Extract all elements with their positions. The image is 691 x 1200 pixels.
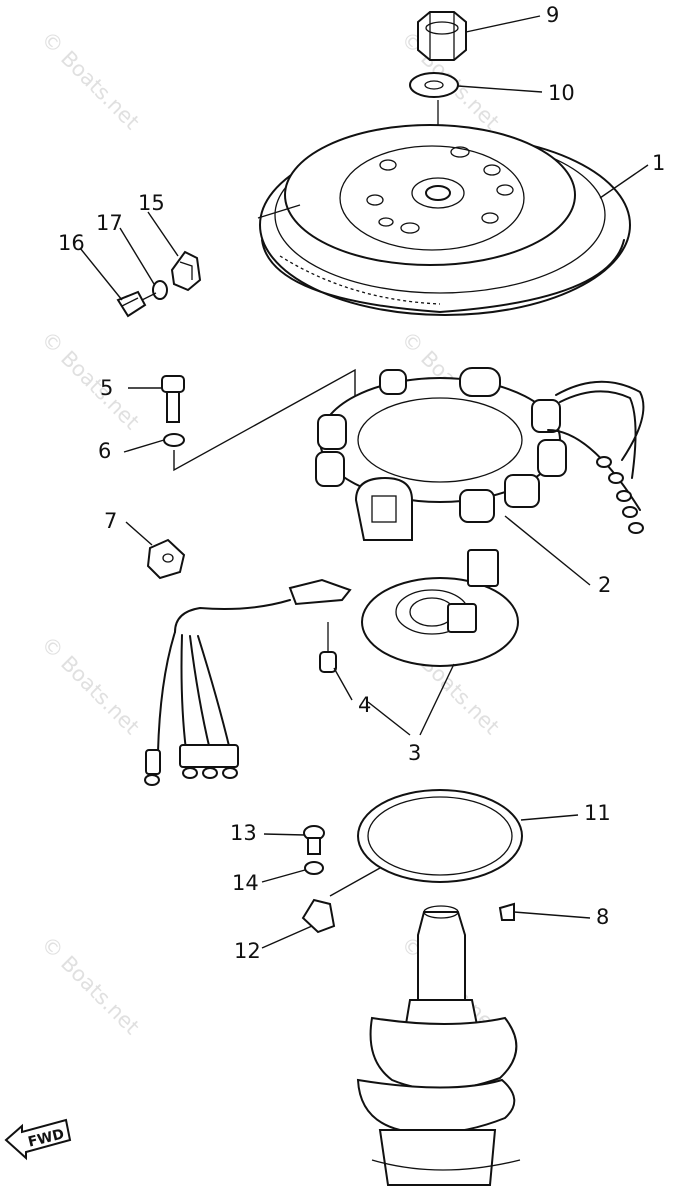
callout-12: 12 (234, 939, 261, 963)
callout-4: 4 (358, 693, 371, 717)
forward-direction-indicator: FWD (4, 1118, 72, 1161)
callout-11: 11 (584, 801, 611, 825)
callout-7: 7 (104, 509, 117, 533)
part-flywheel[interactable] (257, 124, 631, 316)
part-bolt[interactable] (161, 375, 185, 423)
part-cable-clamp[interactable] (146, 538, 186, 580)
watermark-7: © Boats.net (36, 932, 144, 1040)
part-small-washer[interactable] (152, 280, 168, 300)
part-woodruff-key[interactable] (498, 902, 515, 921)
flywheel-holes (366, 146, 514, 234)
callouts: 1 2 3 4 5 6 7 8 9 10 11 12 13 14 15 16 1… (58, 3, 665, 963)
stator-charge-coil (354, 476, 413, 541)
part-bracket[interactable] (301, 898, 336, 934)
callout-9: 9 (546, 3, 559, 27)
leader-lines (79, 15, 649, 949)
callout-13: 13 (230, 821, 257, 845)
part-stator[interactable] (315, 367, 645, 541)
callout-2: 2 (598, 573, 611, 597)
crankshaft (356, 905, 521, 1186)
part-bolt-washer[interactable] (163, 433, 185, 447)
part-clip[interactable] (170, 250, 202, 292)
part-screw-small[interactable] (116, 290, 157, 318)
callout-8: 8 (596, 905, 609, 929)
watermark-1: © Boats.net (36, 27, 144, 135)
part-washer[interactable] (409, 72, 459, 98)
watermark-3: © Boats.net (36, 327, 144, 435)
callout-14: 14 (232, 871, 259, 895)
part-base-assembly[interactable] (144, 549, 519, 786)
part-bracket-washer[interactable] (304, 861, 324, 875)
callout-1: 1 (652, 151, 665, 175)
part-nut[interactable] (417, 11, 467, 61)
part-base-screw[interactable] (319, 622, 337, 673)
watermark-5: © Boats.net (36, 632, 144, 740)
part-bracket-screw[interactable] (303, 825, 325, 855)
part-ring[interactable] (357, 789, 523, 883)
callout-6: 6 (98, 439, 111, 463)
callout-17: 17 (96, 211, 123, 235)
callout-5: 5 (100, 376, 113, 400)
stator-wiring (547, 380, 645, 534)
callout-15: 15 (138, 191, 165, 215)
callout-3: 3 (408, 741, 421, 765)
callout-16: 16 (58, 231, 85, 255)
callout-10: 10 (548, 81, 575, 105)
stator-coils (315, 367, 567, 523)
bracket-assembly-line (329, 867, 381, 897)
